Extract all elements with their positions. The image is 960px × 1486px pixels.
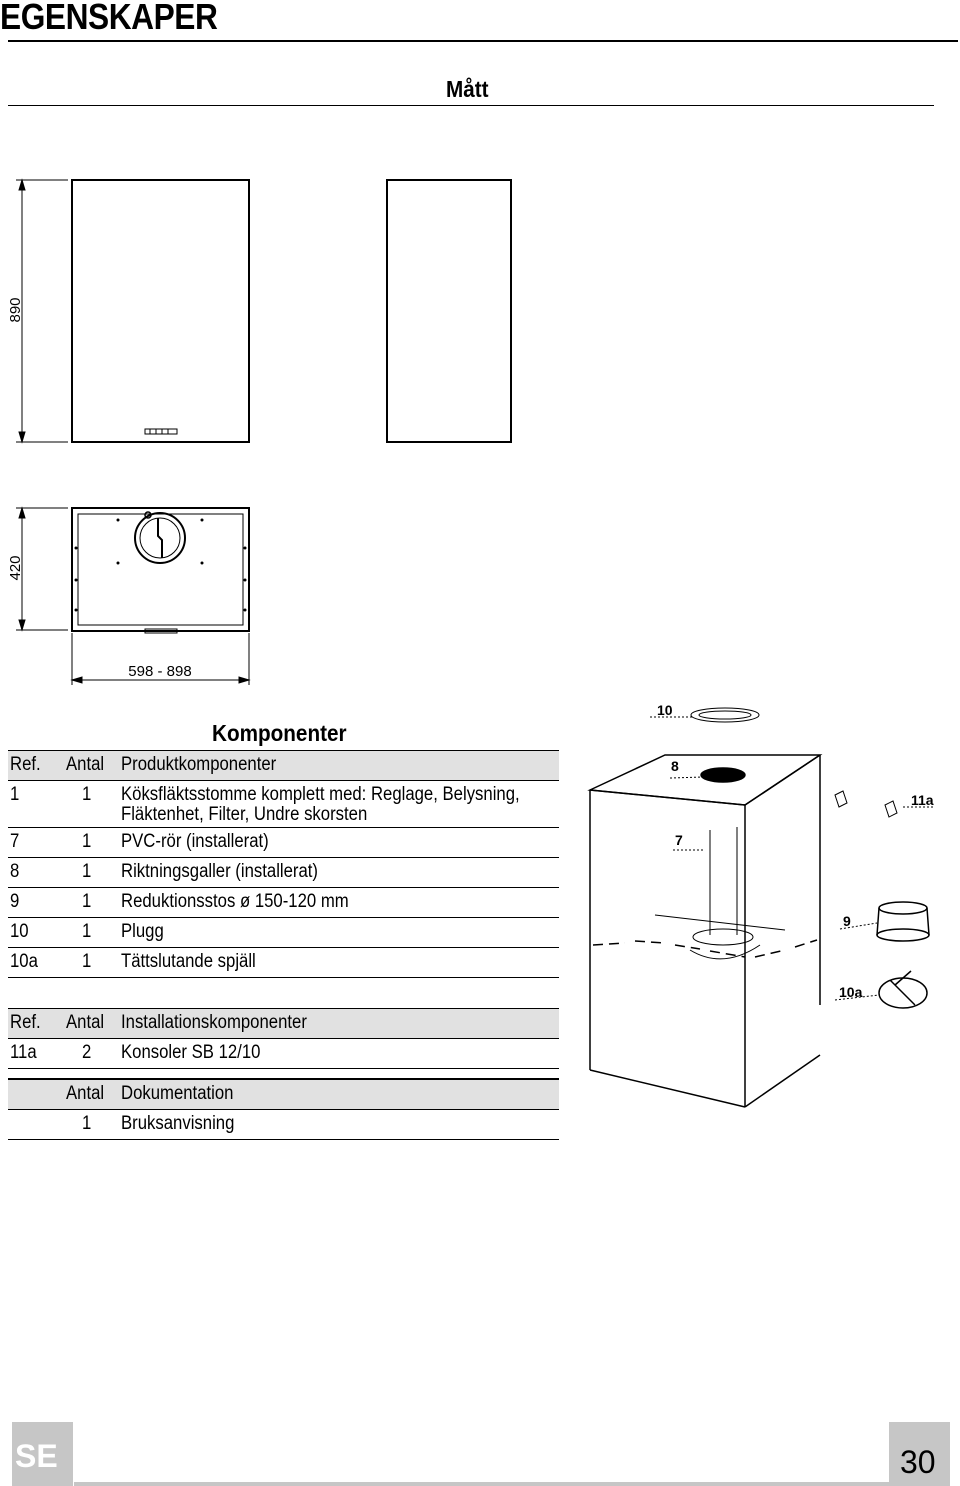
row-desc: Reduktionsstos ø 150-120 mm [121, 891, 349, 912]
callout-10a: 10a [839, 984, 863, 1000]
height-label: 890 [7, 297, 24, 322]
row-antal: 1 [82, 831, 92, 852]
row-ref: 10a [10, 951, 38, 972]
row-antal: 1 [82, 784, 92, 805]
header-desc: Produktkomponenter [121, 754, 277, 775]
title-divider [8, 40, 958, 42]
table-header-row: Ref. Antal Installationskomponenter [8, 1008, 559, 1039]
row-ref: 7 [10, 831, 20, 852]
table-row: 11a 2 Konsoler SB 12/10 [8, 1039, 559, 1069]
header-antal: Antal [66, 1083, 105, 1104]
row-antal: 1 [82, 921, 92, 942]
arrow-up-icon [18, 178, 26, 191]
row-ref: 11a [10, 1042, 37, 1063]
section-heading-matt: Mått [446, 76, 489, 102]
table-row: 1 1 Köksfläktsstomme komplett med: Regla… [8, 781, 559, 828]
header-desc: Installationskomponenter [121, 1012, 307, 1033]
outlet-circle [134, 512, 186, 564]
hood-top-face [587, 754, 823, 806]
row-desc-line2: Fläktenhet, Filter, Undre skorsten [121, 804, 368, 825]
table-row: 9 1 Reduktionsstos ø 150-120 mm [8, 888, 559, 918]
header-desc: Dokumentation [121, 1083, 234, 1104]
page-number-tab [889, 1422, 950, 1486]
width-label: 598 - 898 [128, 663, 191, 680]
row-ref: 10 [10, 921, 29, 942]
header-ref: Ref. [10, 754, 41, 775]
table-header-row: Ref. Antal Produktkomponenter [8, 751, 559, 781]
outlet-grille [700, 767, 746, 783]
bracket-icon [884, 800, 898, 818]
table-row: 10 1 Plugg [8, 918, 559, 948]
depth-label: 420 [7, 555, 24, 580]
bracket-icon [834, 790, 848, 808]
section-heading-komponenter: Komponenter [212, 720, 347, 746]
language-tab [12, 1422, 73, 1486]
control-panel [144, 428, 178, 435]
row-antal: 1 [82, 861, 92, 882]
component-illustration: 10 8 7 9 10a 11a [587, 702, 935, 1108]
header-ref: Ref. [10, 1012, 41, 1033]
header-antal: Antal [66, 1012, 105, 1033]
row-ref: 8 [10, 861, 20, 882]
row-desc: Plugg [121, 921, 164, 942]
documentation-table: Antal Dokumentation 1 Bruksanvisning [8, 1078, 559, 1140]
header-antal: Antal [66, 754, 105, 775]
row-ref: 1 [10, 784, 20, 805]
reducer-top [878, 901, 928, 915]
product-components-table: Ref. Antal Produktkomponenter 1 1 Köksfl… [8, 750, 559, 978]
callout-7: 7 [675, 832, 683, 848]
language-code: SE [15, 1438, 58, 1474]
callout-10: 10 [657, 702, 673, 718]
row-antal: 1 [82, 951, 92, 972]
callout-11a: 11a [911, 792, 934, 808]
hood-side-view [386, 179, 512, 443]
table-row: 1 Bruksanvisning [8, 1110, 559, 1140]
arrow-down-icon [18, 431, 26, 444]
row-desc: Köksfläktsstomme komplett med: Reglage, … [121, 784, 520, 805]
row-desc: Bruksanvisning [121, 1113, 235, 1134]
row-desc: PVC-rör (installerat) [121, 831, 269, 852]
row-antal: 1 [82, 891, 92, 912]
dimension-drawings: 890 420 598 - 898 [7, 178, 512, 685]
table-row: 10a 1 Tättslutande spjäll [8, 948, 559, 978]
row-desc: Tättslutande spjäll [121, 951, 256, 972]
table-row: 8 1 Riktningsgaller (installerat) [8, 858, 559, 888]
row-desc: Konsoler SB 12/10 [121, 1042, 261, 1063]
hood-front-view [71, 179, 250, 443]
callout-8: 8 [671, 758, 679, 774]
page-title: EGENSKAPER [0, 0, 218, 37]
row-desc: Riktningsgaller (installerat) [121, 861, 319, 882]
hood-top-view [71, 507, 250, 632]
installation-components-table: Ref. Antal Installationskomponenter 11a … [8, 1008, 559, 1069]
row-ref: 9 [10, 891, 20, 912]
section-divider [8, 105, 934, 106]
row-antal: 2 [82, 1042, 92, 1063]
row-antal: 1 [82, 1113, 92, 1134]
table-row: 7 1 PVC-rör (installerat) [8, 828, 559, 858]
table-header-row: Antal Dokumentation [8, 1078, 559, 1110]
footer-bar [74, 1482, 889, 1486]
callout-9: 9 [843, 913, 851, 929]
page-number: 30 [900, 1444, 936, 1480]
